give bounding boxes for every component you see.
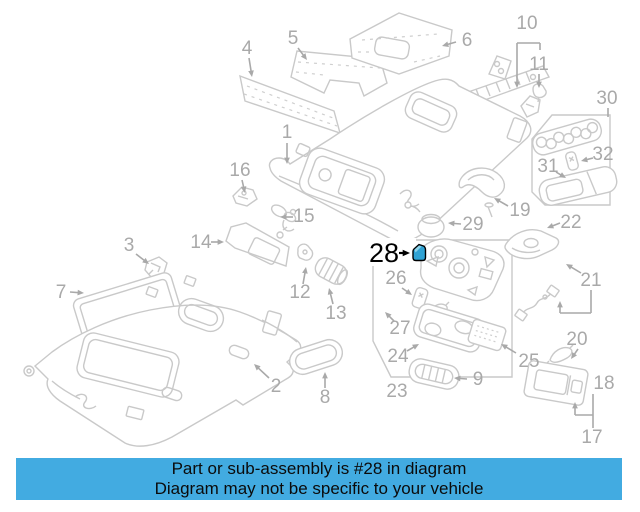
callout-13: 13 [325,303,346,324]
part-wedge-bulb-32 [565,151,579,171]
part-lamp-lens-9 [408,358,460,390]
callout-29: 29 [462,214,483,235]
part-sensor-29 [404,201,445,238]
callout-1: 1 [282,122,293,143]
callout-22: 22 [560,212,581,233]
part-holder-frame-30 [531,114,611,206]
highlighted-part-28[interactable] [412,243,427,262]
part-bracket-right [520,95,541,118]
part-damper-rail [531,118,603,156]
callout-32: 32 [592,144,613,165]
callout-11: 11 [529,54,549,75]
callout-21: 21 [580,270,601,291]
part-roller-13 [314,257,349,286]
part-wire-harness-21 [514,284,560,322]
part-speaker-grille-25 [467,318,507,352]
part-sunglass-tray-31 [538,166,618,206]
part-oval-seal [288,338,344,376]
part-overhead-console [419,238,505,302]
part-handle-pin-19 [484,202,494,218]
part-clip-16 [232,186,258,207]
callout-19: 19 [509,200,530,221]
highlighted-part-shine [414,245,422,253]
callout-25: 25 [518,351,539,372]
callout-18: 18 [593,373,614,394]
callout-31: 31 [537,156,558,177]
part-bracket-22 [504,229,560,260]
callout-16: 16 [229,160,250,181]
callout-7: 7 [56,282,67,303]
part-console-bezel [298,147,386,215]
callout-9: 9 [473,369,484,390]
part-insulation-pad-6 [349,12,453,75]
callout-27: 27 [389,318,410,339]
callout-12: 12 [289,282,310,303]
part-bracket-upper [488,55,512,80]
callout-6: 6 [462,30,473,51]
callout-4: 4 [242,38,253,59]
callout-3: 3 [124,235,135,256]
disclaimer-line-2: Diagram may not be specific to your vehi… [154,479,484,498]
part-clip-15 [270,204,297,232]
callout-8: 8 [320,387,331,408]
callout-20: 20 [566,329,587,350]
callout-2: 2 [271,376,282,397]
disclaimer-line-1: Part or sub-assembly is #28 in diagram [171,459,467,478]
callout-23: 23 [386,381,407,402]
callout-30: 30 [596,88,617,109]
callout-28-highlighted[interactable]: 28 [369,238,399,268]
callout-15: 15 [293,206,314,227]
part-lamp-housing-17 [523,360,589,406]
diagram-disclaimer-banner: Part or sub-assembly is #28 in diagram D… [16,458,622,500]
callout-17: 17 [581,427,602,448]
part-visor-clip-12 [297,243,314,261]
callout-10: 10 [516,13,537,34]
callout-24: 24 [387,346,409,367]
callout-26: 26 [385,268,406,289]
part-headliner [23,275,302,447]
part-sun-visor [225,222,290,267]
callout-14: 14 [190,232,212,253]
part-bulb-holder-26 [411,286,429,310]
part-clip-11 [532,83,547,103]
callout-5: 5 [288,28,299,49]
